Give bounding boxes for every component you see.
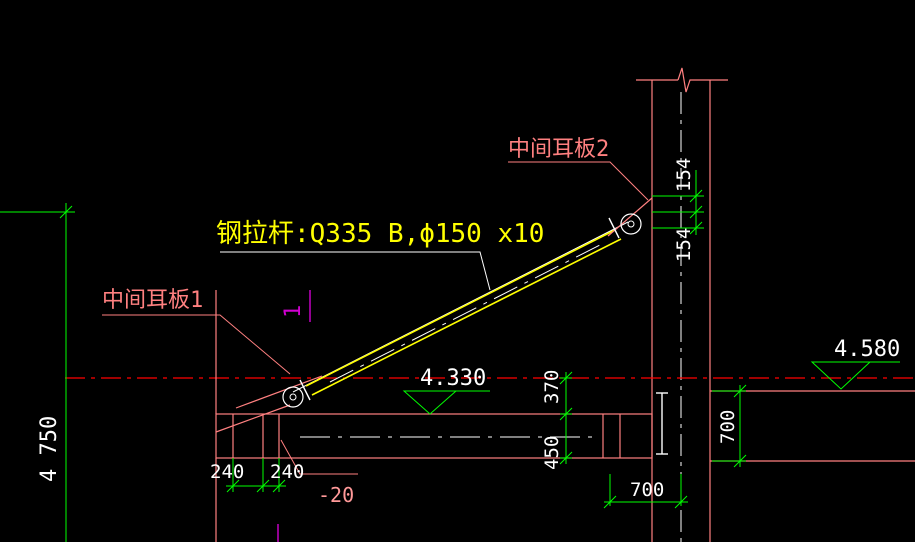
left-beam: [215, 290, 653, 542]
rod-leader: [220, 251, 491, 291]
ear-plate-1: [235, 375, 323, 409]
dim-700-horizontal: [603, 474, 688, 509]
dim-370: 370: [541, 370, 563, 404]
right-elevation-value: 4.580: [834, 337, 900, 362]
dim-154: [652, 170, 704, 235]
dim-700-vertical-value: 700: [717, 410, 739, 444]
dim-154-bottom: 154: [673, 228, 695, 262]
dim-700-horizontal-value: 700: [630, 479, 664, 501]
i-section: [656, 392, 668, 455]
dim-700-vertical: [712, 384, 747, 468]
right-beam: [710, 390, 915, 462]
height-dimension: [0, 203, 75, 542]
plate1-label: 中间耳板1: [102, 288, 203, 313]
plate2-label: 中间耳板2: [508, 137, 609, 162]
column: [636, 67, 728, 542]
section-mark-label: 1: [281, 305, 306, 318]
dim-370-450: [559, 371, 573, 465]
ear-plate-2: [607, 197, 653, 239]
dim-450: 450: [541, 436, 563, 470]
left-elevation-value: 4.330: [420, 366, 486, 391]
right-elevation-marker: [810, 361, 900, 390]
left-elevation-marker: [402, 390, 490, 415]
dim-240-left: 240: [210, 461, 244, 483]
tie-rod: [292, 221, 629, 396]
rod-label: 钢拉杆:Q335 B,ϕ150 x10: [216, 219, 544, 249]
height-dimension-value: 4 750: [37, 416, 62, 482]
dim-154-top: 154: [673, 158, 695, 192]
dim-240: [226, 458, 286, 493]
dim-240-right: 240: [270, 461, 304, 483]
leaders: [102, 161, 649, 475]
offset-note: -20: [318, 483, 354, 507]
